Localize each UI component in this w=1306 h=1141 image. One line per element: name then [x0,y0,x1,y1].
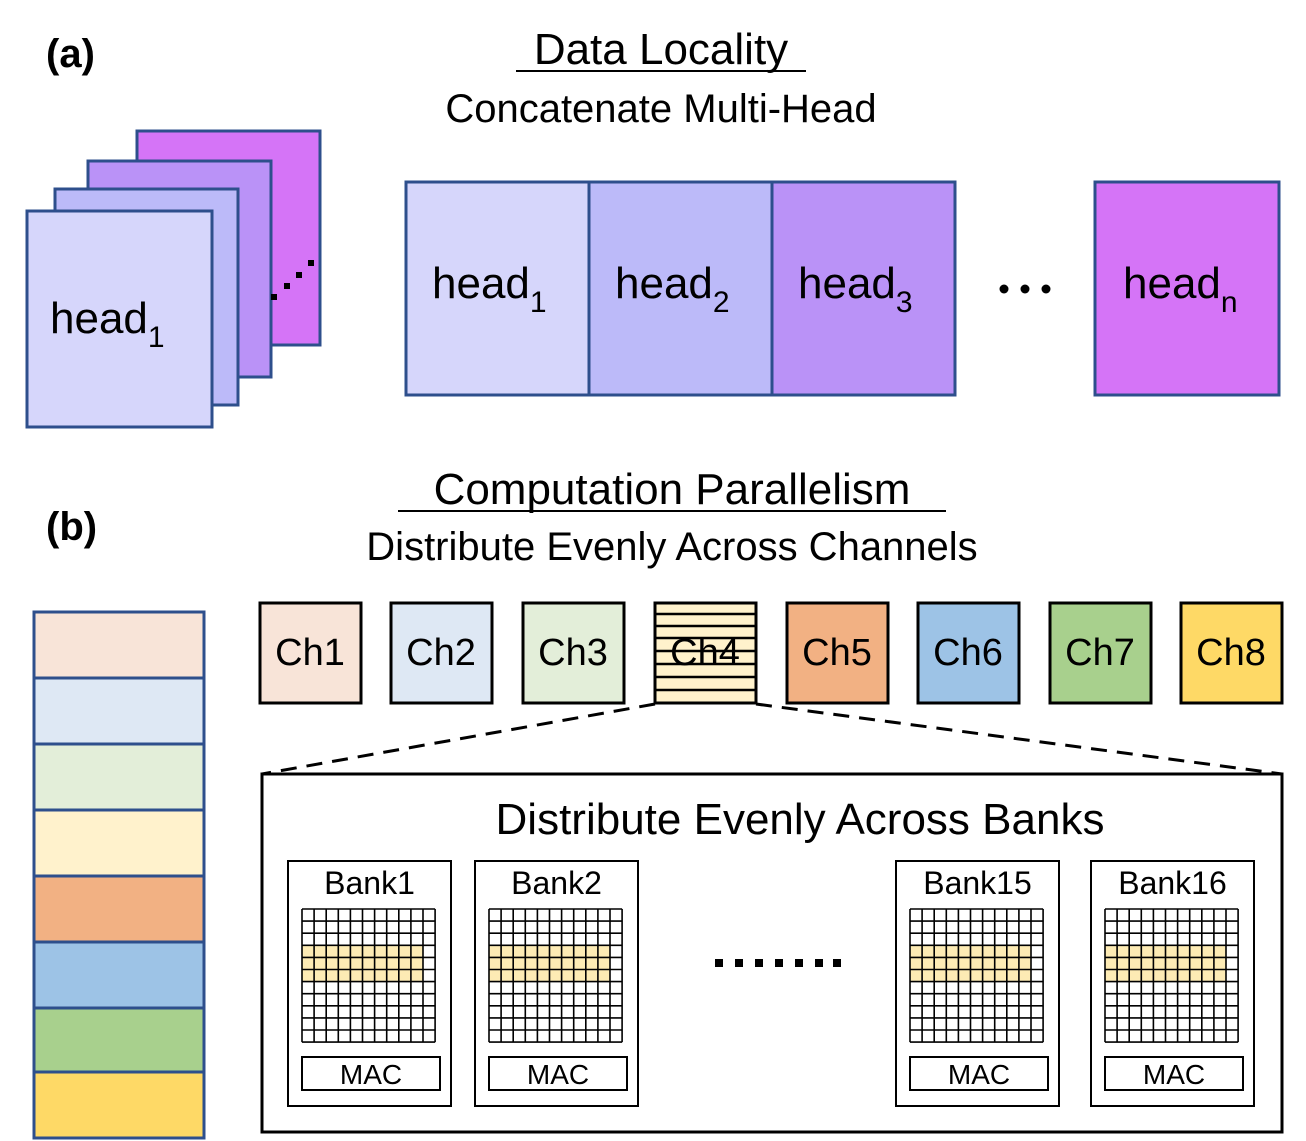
channel-label-1: Ch1 [275,632,345,674]
stack-dots [271,260,314,300]
bank-label: Bank1 [324,865,415,901]
zoom-line-left [261,702,656,776]
column-cell-4 [32,808,206,878]
zoom-line-right [755,702,1283,776]
section-a-title: Data Locality [534,25,788,74]
head-block-n [1093,180,1281,397]
channel-label-8: Ch8 [1196,632,1266,674]
channel-box-6 [916,601,1021,705]
section-a-subtitle: Concatenate Multi-Head [445,87,876,131]
stack-front-label: head1 [50,294,165,354]
bank-cell-grid [488,908,623,1043]
column-cell-1 [32,610,206,680]
bank-cell-grid [909,908,1044,1043]
channel-label-4: Ch4 [670,632,740,674]
mac-label: MAC [527,1059,589,1090]
column-cell-7 [32,1006,206,1074]
section-b-label: (b) [46,505,97,549]
column-cell-2 [32,676,206,746]
channel-color-column [32,610,206,1140]
mac-label: MAC [948,1059,1010,1090]
channel-label-6: Ch6 [933,632,1003,674]
channel-box-5 [785,601,890,705]
stacked-heads: head1 [25,129,322,429]
channel-box-8 [1179,601,1284,705]
mac-box [301,1056,441,1091]
channel-box-1 [258,601,363,705]
heads-ellipsis [999,284,1051,294]
head-label-1: head1 [432,259,547,319]
banks-ellipsis [715,959,841,967]
bank-label: Bank15 [923,865,1032,901]
head-label-3: head3 [798,259,913,319]
section-b-subtitle: Distribute Evenly Across Channels [366,525,977,569]
head-block-1 [404,180,591,397]
column-cell-6 [32,940,206,1010]
mac-label: MAC [340,1059,402,1090]
channel-label-2: Ch2 [406,632,476,674]
mac-box [488,1056,628,1091]
channel-box-2 [389,601,494,705]
bank-cell-grid [301,908,436,1043]
banks-title: Distribute Evenly Across Banks [496,795,1105,844]
channel-label-7: Ch7 [1065,632,1135,674]
section-a-label: (a) [46,32,95,76]
head-block-2 [587,180,774,397]
channel-box-4 [653,601,758,705]
column-cell-3 [32,742,206,812]
bank-cell-grid [1104,908,1239,1043]
mac-box [1104,1056,1244,1091]
head-block-3 [770,180,957,397]
bank-label: Bank16 [1118,865,1227,901]
head-label-n: headn [1123,259,1238,319]
channel-box-7 [1048,601,1153,705]
channel-label-5: Ch5 [802,632,872,674]
bank-label: Bank2 [511,865,602,901]
channel-4-stripes [655,612,756,692]
channel-label-3: Ch3 [538,632,608,674]
channels-row: Ch1 Ch2 Ch3 Ch4 Ch5 Ch6 Ch7 Ch8 [258,601,1284,705]
channel-box-3 [521,601,626,705]
head-label-2: head2 [615,259,730,319]
mac-label: MAC [1143,1059,1205,1090]
mac-box [909,1056,1049,1091]
concatenated-heads: head1 head2 head3 headn [404,180,1281,397]
column-cell-8 [32,1070,206,1140]
section-b-title: Computation Parallelism [434,465,911,514]
stack-layer-1 [25,209,214,429]
column-cell-5 [32,874,206,944]
